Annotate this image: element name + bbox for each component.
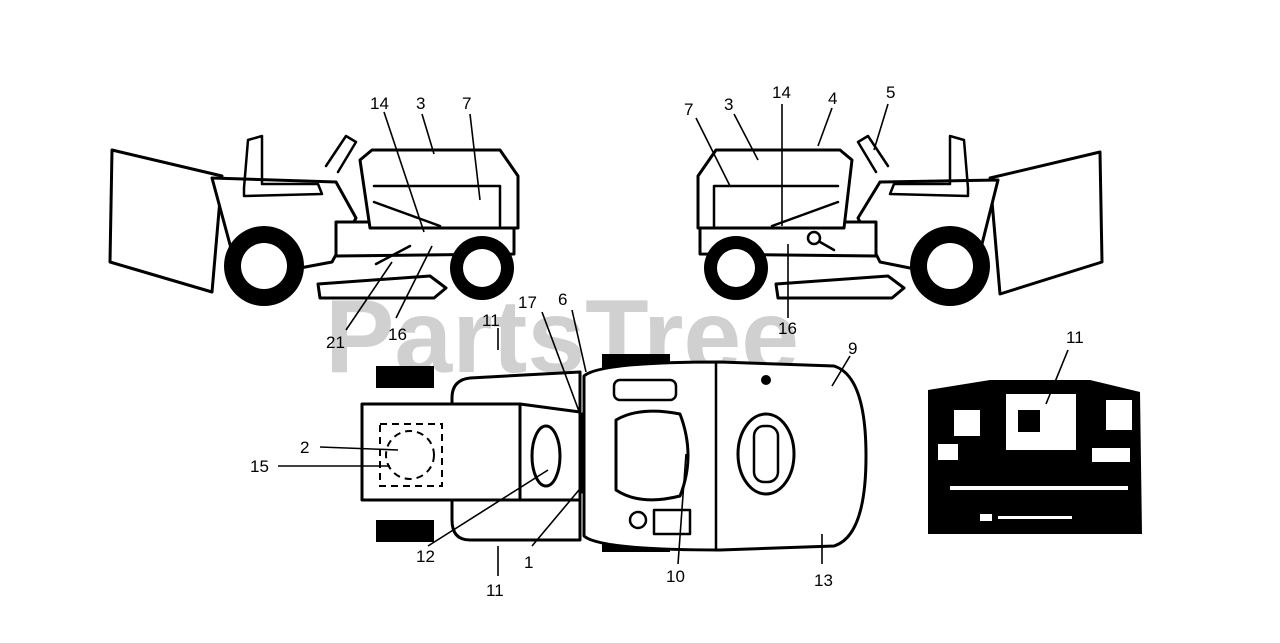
- mower-top-view: [360, 354, 868, 552]
- callout-label: 14: [370, 94, 389, 113]
- key-icon: [806, 230, 822, 246]
- callout-label: 9: [848, 339, 857, 358]
- pedal-left: [374, 244, 412, 266]
- mower-deck-right: [774, 274, 906, 300]
- hood-crease-right: [770, 200, 840, 228]
- dashboard-body: [928, 380, 1142, 534]
- callout-label: 17: [518, 293, 537, 312]
- callout-label: 11: [1066, 328, 1084, 347]
- hood-vent-top: [736, 412, 796, 496]
- hood-panel-left: [372, 184, 502, 228]
- callout-label: 2: [300, 438, 309, 457]
- callout-label: 16: [778, 319, 797, 338]
- hood-crease-left: [372, 200, 442, 228]
- grass-bag-left: [108, 148, 224, 294]
- mower-right-side-view: [696, 134, 1104, 306]
- steering-wheel-right: [856, 134, 890, 174]
- callout-label: 16: [388, 325, 407, 344]
- seat-top: [530, 424, 562, 488]
- callout-label: 10: [666, 567, 685, 586]
- fuel-label-top: [652, 508, 692, 536]
- seat-right: [888, 134, 970, 198]
- dashboard-center-label: [1006, 394, 1076, 450]
- hood-right: [696, 148, 854, 230]
- hood-left: [358, 148, 520, 230]
- callout-label: 11: [486, 581, 504, 600]
- callout-label: 11: [482, 311, 500, 330]
- callout-label: 3: [724, 95, 733, 114]
- callout-label: 1: [524, 553, 533, 572]
- callout-label: 14: [772, 83, 791, 102]
- bag-label-outline: [379, 423, 443, 487]
- grass-bag-right: [988, 150, 1104, 296]
- rear-wheel-top-1: [376, 366, 434, 388]
- callout-label: 4: [828, 89, 837, 108]
- callout-label: 15: [250, 457, 269, 476]
- callout-label: 21: [326, 333, 345, 352]
- callout-label: 7: [684, 100, 693, 119]
- hood-panel-right: [712, 184, 840, 228]
- mower-left-side-view: [108, 134, 520, 306]
- fuel-cap-top: [628, 510, 648, 530]
- console-top: [614, 409, 690, 502]
- callout-label: 13: [814, 571, 833, 590]
- callout-labels: 14 3 7 21 16 7 3 14 4 5 16 11 17 6 9 2 1…: [250, 83, 1084, 600]
- steering-wheel-left: [324, 134, 358, 174]
- leader-lines: [278, 103, 1069, 576]
- callout-label: 5: [886, 83, 895, 102]
- rear-wheel-top-2: [376, 520, 434, 542]
- hood-top: [582, 360, 868, 552]
- bag-label-circle: [385, 430, 435, 480]
- seat-left: [242, 134, 324, 198]
- callout-label: 12: [416, 547, 435, 566]
- callout-label: 3: [416, 94, 425, 113]
- callout-label: 6: [558, 290, 567, 309]
- dash-label-top: [612, 378, 678, 402]
- callout-label: 7: [462, 94, 471, 113]
- dashboard-panel: [928, 380, 1142, 534]
